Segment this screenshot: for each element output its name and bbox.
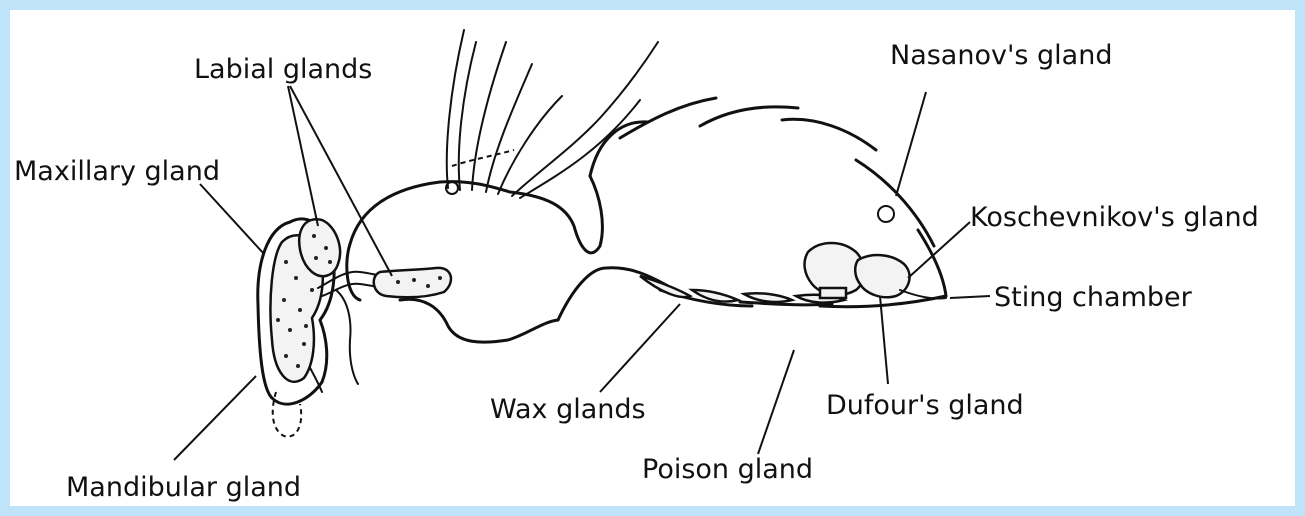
label-nasanovs-gland: Nasanov's gland	[890, 40, 1112, 71]
label-maxillary-gland: Maxillary gland	[14, 156, 220, 187]
label-labial-glands: Labial glands	[194, 54, 372, 85]
sting-apparatus	[805, 206, 946, 299]
label-wax-glands: Wax glands	[490, 394, 646, 425]
label-koschevnikovs-gland: Koschevnikov's gland	[970, 202, 1259, 233]
label-mandibular-gland: Mandibular gland	[66, 472, 301, 503]
thorax-outline	[347, 176, 603, 342]
labial-gland-thorax-shape	[374, 268, 451, 297]
label-poison-gland: Poison gland	[642, 454, 813, 485]
label-sting-chamber: Sting chamber	[994, 282, 1193, 313]
label-dufours-gland: Dufour's gland	[826, 390, 1024, 421]
legs	[446, 30, 658, 198]
